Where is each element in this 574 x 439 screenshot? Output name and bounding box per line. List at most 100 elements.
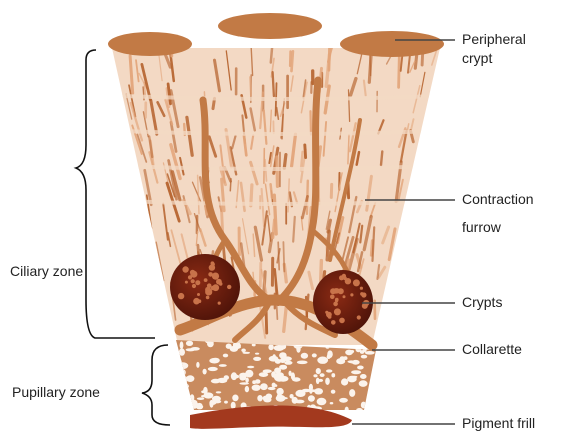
crypt-spot <box>204 278 208 282</box>
crypt-spot <box>353 279 360 286</box>
pupillary-spot <box>275 372 284 378</box>
label-crypts: Crypts <box>462 294 502 310</box>
pupillary-spot <box>224 401 228 404</box>
pupillary-spot <box>269 356 279 362</box>
pupillary-spot <box>263 397 271 402</box>
stroma-fiber <box>273 220 275 238</box>
pupillary-spot <box>331 390 336 394</box>
crypt-spot <box>333 302 338 307</box>
crypt-spot <box>197 293 200 296</box>
crypt-spot <box>193 298 200 305</box>
pupillary-spot <box>255 353 259 355</box>
pupillary-spot <box>290 394 294 399</box>
stroma-fiber <box>283 242 284 272</box>
pupillary-spot <box>326 369 332 372</box>
crypt-spot <box>178 293 184 299</box>
crypt-spot <box>350 293 353 296</box>
crypt-spot <box>190 271 197 278</box>
pupillary-spot <box>197 397 204 400</box>
label-ciliary-zone: Ciliary zone <box>10 263 83 279</box>
pupillary-spot <box>341 378 348 385</box>
pupillary-spot <box>174 400 185 403</box>
crypt-spot <box>211 261 215 265</box>
pupillary-spot <box>336 358 345 364</box>
crypt-spot <box>339 275 344 280</box>
crypt-spot <box>212 273 219 280</box>
stroma-fiber <box>292 51 293 71</box>
pupillary-spot <box>318 379 323 382</box>
pupillary-spot <box>239 382 249 384</box>
pupillary-spot <box>233 342 236 347</box>
stroma-fiber <box>284 155 286 169</box>
label-pupillary-zone: Pupillary zone <box>12 384 100 400</box>
crypt-spot <box>216 279 222 285</box>
pupillary-spot <box>313 374 317 377</box>
pupillary-spot <box>181 404 190 409</box>
label-peripheral-crypt-line2: crypt <box>462 50 492 66</box>
crypt-spot <box>227 285 231 289</box>
stroma-fiber <box>381 152 382 166</box>
stroma-fiber <box>271 47 272 62</box>
pupillary-spot <box>247 366 254 368</box>
label-peripheral-crypt-line1: Peripheral <box>462 31 526 47</box>
pupillary-spot <box>339 398 348 403</box>
pupillary-spot <box>232 395 238 402</box>
pupillary-spot <box>253 357 261 361</box>
pupillary-spot <box>179 348 185 355</box>
crypt-spot <box>218 302 221 305</box>
crypt-left <box>170 254 240 320</box>
crypt-spot <box>328 315 332 319</box>
pupillary-spot <box>325 378 330 385</box>
pupillary-spot <box>216 391 222 393</box>
crypt-spot <box>209 264 215 270</box>
label-contraction-furrow-line1: Contraction <box>462 191 534 207</box>
pupillary-spot <box>211 379 220 384</box>
crypt-spot <box>325 311 328 314</box>
pupillary-spot <box>190 394 194 401</box>
stroma-fiber <box>311 111 312 134</box>
crypt-spot <box>192 284 196 288</box>
stroma-fiber <box>260 263 261 287</box>
peripheral-crypt-center <box>218 13 322 39</box>
crypt-spot <box>335 298 339 302</box>
pupillary-spot <box>219 364 227 367</box>
crypt-spot <box>191 279 195 283</box>
pupillary-spot <box>359 380 368 387</box>
pupillary-spot <box>268 387 276 390</box>
pupillary-spot <box>186 348 196 351</box>
crypt-spot <box>206 296 210 300</box>
pupillary-spot <box>360 374 367 379</box>
crypt-spot <box>339 318 345 324</box>
peripheral-crypt-right <box>340 31 444 57</box>
crypt-spot <box>360 287 363 290</box>
crypt-spot <box>182 266 188 272</box>
pupillary-spot <box>181 369 186 375</box>
pupillary-spot <box>201 395 206 397</box>
pupillary-spot <box>295 400 305 404</box>
pupillary-spot <box>301 353 308 359</box>
pupillary-spot <box>320 373 325 377</box>
pupillary-spot <box>212 358 220 363</box>
pupillary-spot <box>241 349 246 353</box>
pupillary-spot <box>224 375 229 380</box>
pupillary-spot <box>330 402 334 404</box>
pupillary-spot <box>182 390 186 395</box>
pupillary-spot <box>242 352 250 354</box>
stroma-fiber <box>271 184 272 198</box>
pupillary-spot <box>345 407 349 414</box>
crypt-right <box>313 270 373 334</box>
pupillary-spot <box>349 361 358 364</box>
crypt-spot <box>357 315 361 319</box>
peripheral-crypt-left <box>108 32 192 56</box>
pupillary-spot <box>231 372 237 380</box>
pupillary-spot <box>203 369 207 375</box>
pupillary-spot <box>289 371 292 376</box>
pupillary-spot <box>331 373 335 377</box>
pupillary-spot <box>361 402 366 409</box>
pupillary-spot <box>295 390 305 397</box>
crypt-spot <box>185 281 188 284</box>
pupillary-spot <box>179 383 189 389</box>
pupillary-spot <box>349 389 355 397</box>
